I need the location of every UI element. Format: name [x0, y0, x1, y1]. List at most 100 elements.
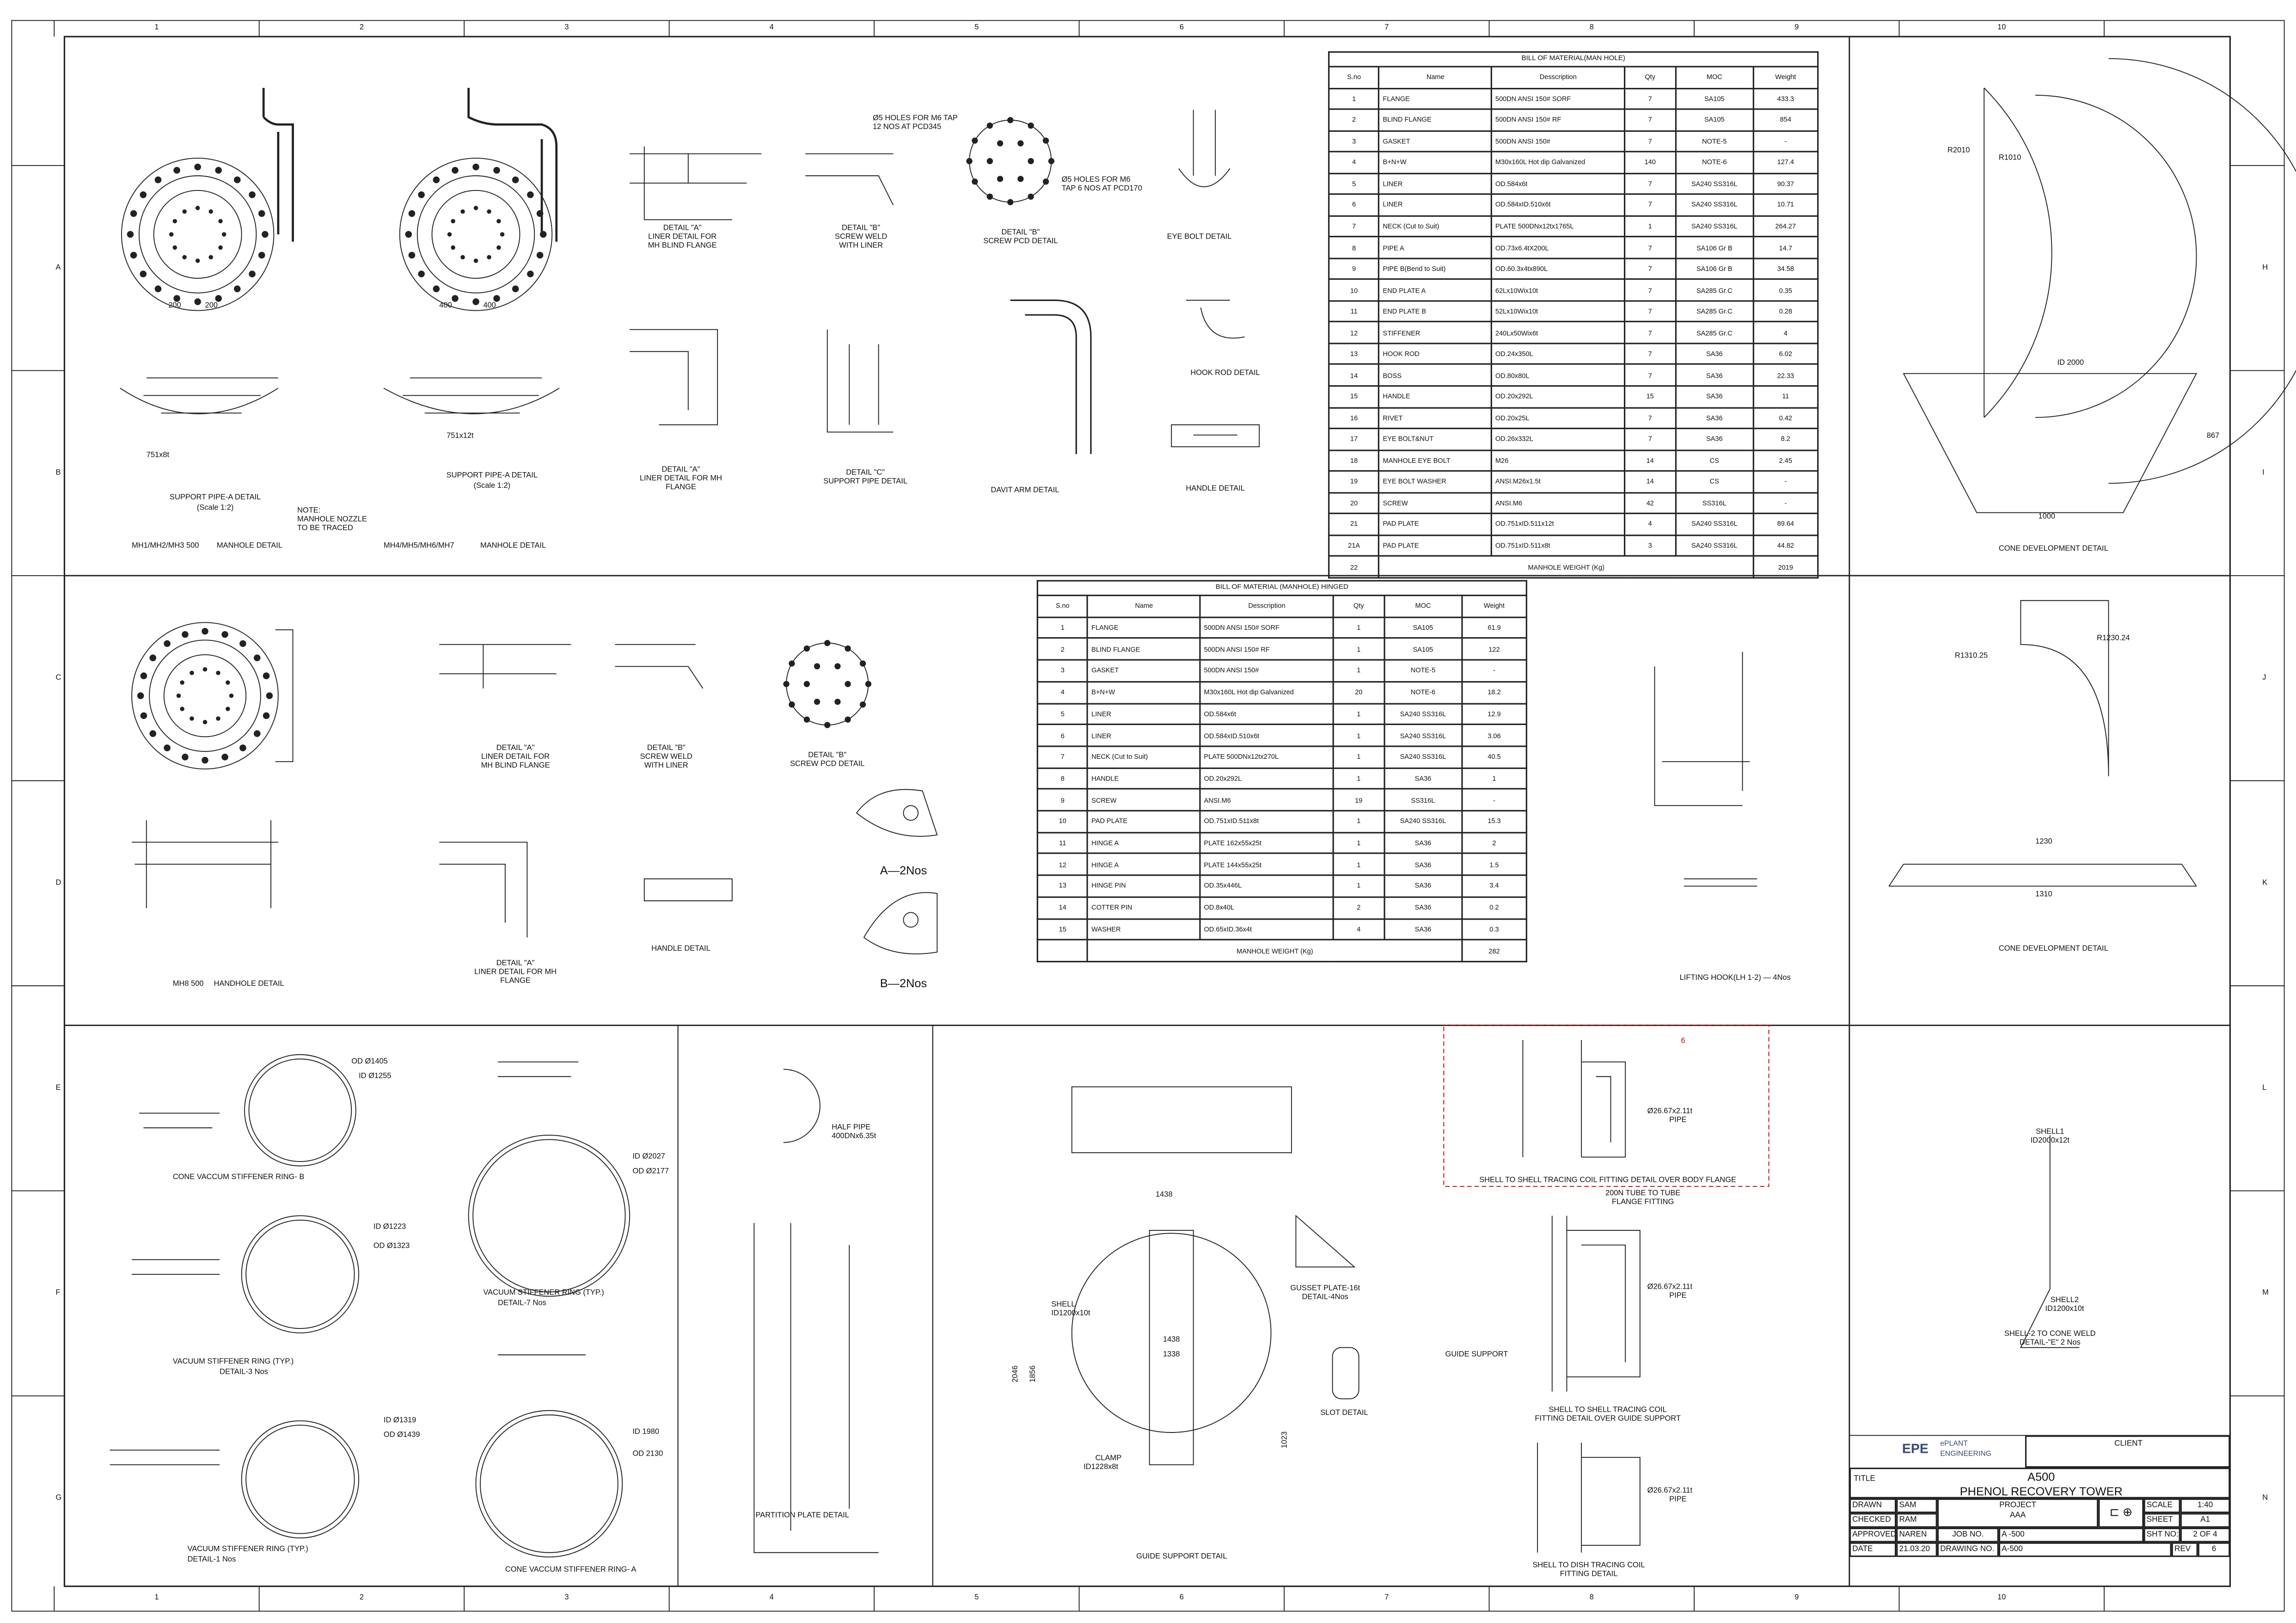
rev-value: 6 [2198, 1542, 2230, 1557]
screw-hole [460, 255, 465, 259]
caption-detail-c: DETAIL "C" [846, 468, 885, 478]
bom-cell: SA105 [1675, 108, 1754, 131]
bom-header-cell: Weight [1752, 66, 1819, 89]
bom-cell: 9 [1036, 788, 1089, 812]
bom-cell: 1 [1461, 767, 1527, 790]
caption-detail-c-sub: SUPPORT PIPE DETAIL [823, 477, 907, 486]
bom-cell: SA36 [1675, 364, 1754, 387]
zone-column-label: 2 [359, 1593, 364, 1603]
caption-lifting-hook: LIFTING HOOK(LH 1-2) — 4Nos [1679, 974, 1791, 983]
bolt-hole [194, 298, 201, 305]
bom-cell: OD.24x350L [1491, 342, 1626, 366]
bolt-hole [182, 753, 189, 761]
bolt-hole [215, 166, 222, 174]
checked-value: RAM [1896, 1513, 1937, 1528]
hinge-b-hole [903, 912, 919, 928]
manhole-flange-view-2 [383, 88, 560, 414]
bom-cell: 1 [1624, 215, 1677, 238]
bom-cell: 14 [1036, 896, 1089, 919]
bom-cell: 6 [1328, 193, 1380, 216]
screw-hole [190, 716, 194, 721]
ring-1-circle [241, 1420, 360, 1539]
screw-hole [496, 245, 501, 250]
screw-hole [997, 176, 1004, 182]
partition-plate [753, 1223, 879, 1553]
bolt-hole [221, 753, 228, 761]
bom-cell: 500DN ANSI 150# RF [1199, 638, 1334, 661]
bom-cell: 12 [1036, 853, 1089, 876]
caption-detail-a-sub: FLANGE [666, 483, 696, 492]
bolt-hole [405, 231, 412, 238]
bom-cell: FLANGE [1087, 616, 1201, 639]
bolt-hole [130, 252, 137, 259]
scale-value: 1:40 [2180, 1498, 2230, 1513]
bom-cell: 22.33 [1752, 364, 1819, 387]
caption-shell-cone: SHELL-2 TO CONE WELD [2004, 1330, 2096, 1339]
bom-cell: 7 [1624, 236, 1677, 259]
sht-no-value: 2 OF 4 [2180, 1527, 2230, 1543]
caption-partition: PARTITION PLATE DETAIL [755, 1512, 849, 1521]
bom-cell: B+N+W [1378, 151, 1493, 174]
screw-hole [487, 255, 491, 259]
label-shell2: SHELL2 [2050, 1296, 2079, 1305]
bom-cell: LINER [1087, 724, 1201, 747]
screw-hole [447, 232, 452, 237]
bolt-hole [527, 191, 534, 198]
bom-header-cell: Qty [1332, 595, 1385, 618]
logo-text: ePLANT [1940, 1439, 1968, 1449]
caption-cone-dev: CONE DEVELOPMENT DETAIL [1998, 945, 2108, 954]
bom-cell: 7 [1624, 257, 1677, 280]
eye-bolt [1178, 110, 1231, 187]
label-shell1-sub: ID2000x12t [2030, 1137, 2069, 1146]
bom-cell: LINER [1378, 193, 1493, 216]
caption-coil-body-flange: SHELL TO SHELL TRACING COIL FITTING DETA… [1479, 1176, 1737, 1185]
bom-cell: OD.584xID.510x6t [1199, 724, 1334, 747]
bom-cell: 1 [1332, 745, 1385, 768]
liner-detail-4 [439, 842, 528, 938]
bom-cell: SA36 [1383, 853, 1463, 876]
bom-cell: SA105 [1383, 616, 1463, 639]
bom-cell: 11 [1328, 300, 1380, 323]
bom-cell: 4 [1328, 151, 1380, 174]
screw-hole [195, 258, 200, 263]
slot [1332, 1347, 1359, 1400]
dim: OD 2130 [632, 1450, 663, 1459]
bom-cell: PAD PLATE [1378, 534, 1493, 557]
caption-detail-a-sub: LINER DETAIL FOR MH [474, 968, 557, 977]
bom-cell: 2 [1036, 638, 1089, 661]
caption-detail-a-sub: LINER DETAIL FOR [648, 233, 717, 242]
bom-cell: SA36 [1675, 385, 1754, 408]
manhole-tag: MH1 [132, 542, 148, 551]
bolt-hole [253, 730, 261, 737]
bom-cell: CS [1675, 449, 1754, 472]
liner-detail-1 [630, 146, 762, 221]
coil-fitting-2 [1551, 1216, 1641, 1392]
bom-cell: WASHER [1087, 917, 1201, 941]
bom-cell: OD.751xID.511x12t [1491, 513, 1626, 536]
bom-cell: 7 [1624, 406, 1677, 430]
bom-cell: SA36 [1383, 917, 1463, 941]
zone-column-label: 4 [769, 1593, 774, 1603]
manhole-tags-2: MH4/MH5/MH6/MH7 [383, 542, 454, 551]
dim: 867 [2206, 432, 2220, 441]
bom-cell: 17 [1328, 428, 1380, 451]
zone-column-label: 8 [1589, 1593, 1594, 1603]
bom-total-value: 2019 [1752, 555, 1819, 579]
manhole-tag: MH8 [172, 980, 189, 989]
bom-header-cell: MOC [1383, 595, 1463, 618]
bom-cell: 0.2 [1461, 896, 1527, 919]
dim: PIPE [1669, 1116, 1687, 1125]
bom-cell: OD.751xID.511x8t [1491, 534, 1626, 557]
lifting-hook-side [1684, 878, 1757, 887]
bom-header-cell: S.no [1328, 66, 1380, 89]
bom-cell: OD.20x292L [1491, 385, 1626, 408]
bom-cell: SA240 SS316L [1675, 534, 1754, 557]
